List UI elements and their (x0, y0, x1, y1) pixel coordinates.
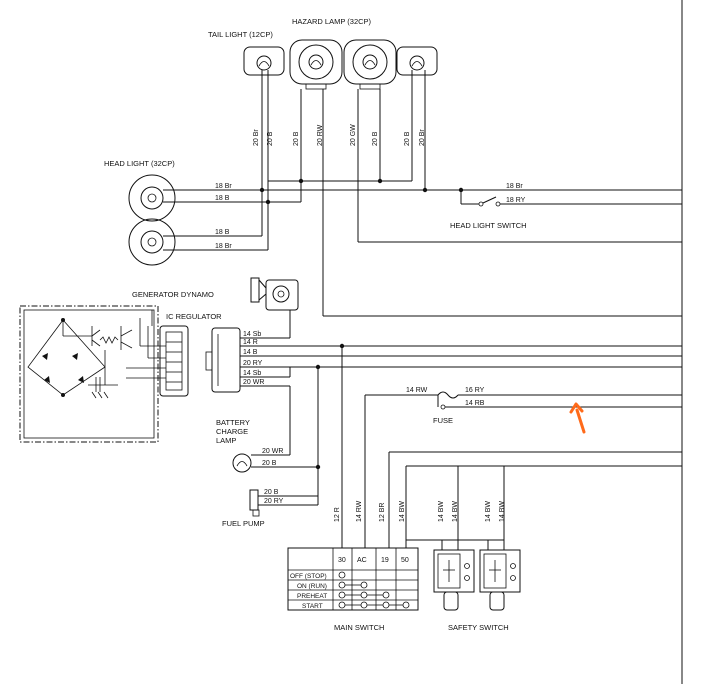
wire-label: 18 RY (506, 197, 526, 204)
wire-label: 20 WR (243, 379, 264, 386)
battery-label-1: BATTERY (216, 418, 250, 427)
head-light-1 (128, 174, 176, 222)
wire-label: 14 R (243, 339, 258, 346)
fuse-label: FUSE (433, 416, 453, 425)
wire-label: 20 RY (264, 498, 284, 505)
head-light-wires (163, 187, 682, 251)
main-switch-col-19: 19 (381, 557, 389, 564)
safety-switch-2 (479, 549, 521, 611)
main-switch-row-start: START (302, 603, 323, 610)
main-switch-table: 30 AC 19 50 OFF (STOP) ON (RUN) PREHEAT … (287, 547, 419, 611)
head-light-switch-label: HEAD LIGHT SWITCH (450, 221, 527, 230)
head-light-label: HEAD LIGHT (32CP) (104, 159, 175, 168)
wire-label: 14 BW (438, 501, 445, 522)
wire-label: 14 B (243, 349, 258, 356)
wire-label: 14 BW (499, 501, 506, 522)
wire-label: 18 Br (215, 183, 232, 190)
battery-label-3: LAMP (216, 436, 236, 445)
wire-label: 18 B (215, 229, 230, 236)
wire-label: 18 B (215, 195, 230, 202)
wire-label: 14 BW (399, 501, 406, 522)
wire-label: 14 BW (452, 501, 459, 522)
wire-label: 12 R (334, 507, 341, 522)
tail-light-right (396, 46, 438, 76)
wire-label: 14 RW (406, 387, 428, 394)
regulator-wires (240, 310, 682, 455)
tail-light-label: TAIL LIGHT (12CP) (208, 30, 273, 39)
fuel-pump (249, 489, 318, 517)
wire-label: 20 GW (350, 124, 357, 146)
wire-label: 20 B (293, 131, 300, 146)
hazard-lamp-left (289, 39, 343, 90)
wire-label: 20 B (262, 460, 277, 467)
wire-label: 20 B (404, 131, 411, 146)
main-switch-col-50: 50 (401, 557, 409, 564)
wire-label: 20 RY (243, 360, 263, 367)
wire-label: 20 B (264, 489, 279, 496)
lamp-wires (261, 70, 426, 316)
wire-label: 20 WR (262, 448, 283, 455)
ic-regulator-label: IC REGULATOR (166, 312, 222, 321)
wire-label: 16 RY (465, 387, 485, 394)
main-switch-col-ac: AC (357, 557, 367, 564)
hazard-lamp-label: HAZARD LAMP (32CP) (292, 17, 372, 26)
wire-label: 12 BR (379, 503, 386, 522)
wire-label: 14 Sb (243, 370, 261, 377)
wire-label: 18 Br (506, 183, 523, 190)
wire-label: 20 B (267, 131, 274, 146)
wire-label: 20 RW (317, 124, 324, 146)
regulator-connector (205, 327, 241, 393)
tail-light-left (243, 46, 285, 76)
main-switch-row-on: ON (RUN) (297, 583, 327, 590)
wire-label: 20 Br (419, 129, 426, 146)
wire-label: 14 RB (465, 400, 485, 407)
fuel-pump-label: FUEL PUMP (222, 519, 265, 528)
ic-regulator (19, 305, 189, 443)
wire-label: 20 Br (253, 129, 260, 146)
battery-label-2: CHARGE (216, 427, 248, 436)
wire-label: 14 BW (485, 501, 492, 522)
battery-charge-lamp (232, 367, 321, 505)
main-switch-row-off: OFF (STOP) (290, 573, 327, 580)
hazard-lamp-right (343, 39, 397, 90)
annotation-arrow (569, 402, 586, 434)
main-switch-col-30: 30 (338, 557, 346, 564)
safety-switch-label: SAFETY SWITCH (448, 623, 509, 632)
main-switch-wires (341, 346, 682, 550)
main-switch-row-preheat: PREHEAT (297, 593, 327, 600)
wire-label: 18 Br (215, 243, 232, 250)
main-switch-label: MAIN SWITCH (334, 623, 384, 632)
safety-switch-1 (433, 549, 475, 611)
fuse-wires (364, 391, 682, 540)
wire-label: 14 Sb (243, 331, 261, 338)
generator-dynamo (250, 277, 299, 311)
wire-label: 20 B (372, 131, 379, 146)
head-light-2 (128, 218, 176, 266)
wire-label: 14 RW (356, 500, 363, 522)
generator-dynamo-label: GENERATOR DYNAMO (132, 290, 214, 299)
